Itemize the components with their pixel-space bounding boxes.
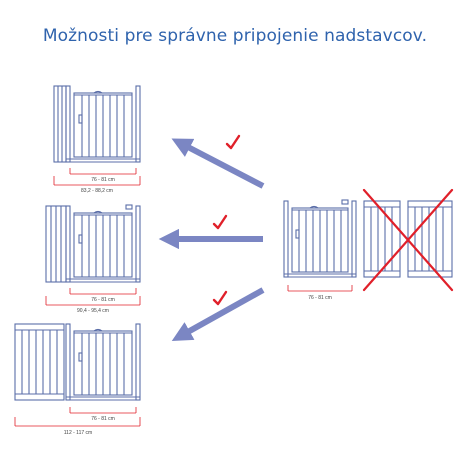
option-3-gate-width: 76 - 81 cm (91, 416, 115, 422)
cross-icon (362, 188, 454, 292)
option-1-gate (53, 85, 141, 163)
wrong-example-gate (283, 199, 357, 278)
option-2-total-width: 90,4 - 95,4 cm (77, 308, 109, 314)
check-icon (212, 290, 228, 306)
option-3-dimensions (14, 407, 141, 427)
page-title: Možnosti pre správne pripojenie nadstavc… (42, 26, 428, 46)
option-3-gate (14, 323, 141, 401)
check-icon (212, 214, 228, 230)
option-3-total-width: 112 - 117 cm (64, 430, 92, 436)
wrong-example-gate-width: 76 - 81 cm (308, 295, 332, 301)
option-1-gate-width: 76 - 81 cm (91, 177, 115, 183)
option-1-total-width: 83,2 - 88,2 cm (81, 188, 113, 194)
option-2-dimensions (45, 288, 141, 306)
arrow-to-option-1 (171, 138, 265, 189)
option-1-dimensions (53, 168, 141, 186)
option-2-gate (45, 204, 141, 283)
check-icon (225, 134, 241, 150)
arrow-to-option-3 (171, 287, 265, 341)
arrows (158, 138, 265, 341)
wrong-example-dimensions (287, 285, 353, 292)
option-2-gate-width: 76 - 81 cm (91, 297, 115, 303)
